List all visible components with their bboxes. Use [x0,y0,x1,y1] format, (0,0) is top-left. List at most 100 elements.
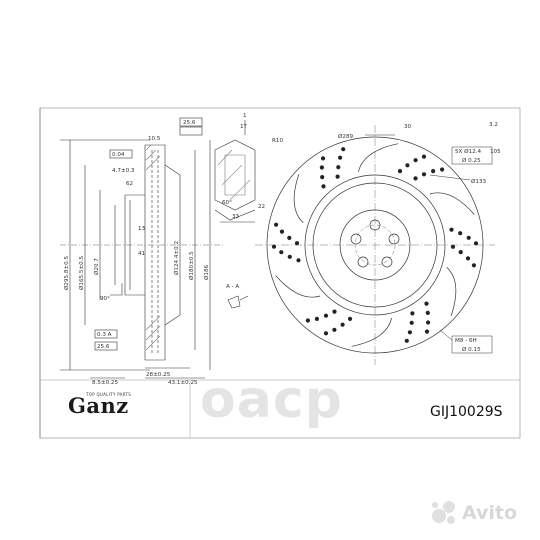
dim-label: Ø186 [203,264,210,280]
dim-label: Ø180±0.5 [188,251,195,280]
dim-label: Ø289 [338,133,354,140]
drill-hole [338,155,343,160]
drill-hole [458,250,463,255]
dim-label: 33 [232,214,240,220]
drill-hole [332,327,337,332]
dim-label: 10.5 [148,136,161,142]
rotor-slot [429,192,475,215]
drill-hole [279,250,284,255]
rotor-slot [293,173,304,224]
dim-label: 90° [100,296,110,302]
drill-hole [336,165,341,170]
drill-hole [425,310,430,315]
rotor-slot [275,275,321,298]
drill-hole [397,169,403,174]
dim-label: 13 [138,226,146,232]
drill-hole [449,227,454,232]
dim-label: Ø133 [471,178,487,185]
dim-label: 62 [126,181,133,187]
drill-hole [440,167,445,172]
drill-hole [332,309,337,314]
drill-hole [314,316,319,321]
drill-hole [471,263,476,268]
drill-hole [450,244,456,249]
drill-hole [287,254,292,259]
dim-label: Ø295.8±0.5 [63,256,70,290]
drill-hole [341,147,346,152]
drill-hole [271,244,277,249]
drill-hole [320,175,325,180]
drill-hole [319,165,324,170]
section-marker [227,295,249,309]
drill-hole [413,158,418,163]
watermark-text: оаср [200,370,343,430]
drill-hole [404,338,409,343]
dim-label: 60° [222,200,232,206]
drill-hole [421,154,427,159]
brand-logo: Ganz [68,393,129,418]
marketplace-watermark: Avito [430,500,517,526]
front-view-labels: Ø289 30 3.2 Ø133 5X Ø12.4 Ø 0.25 105 M8 … [338,122,501,353]
dim-label: M8 - 6H [455,338,477,344]
dim-label: A - A [226,284,239,290]
dim-label: 25.6 [97,344,110,350]
drill-hole [305,318,310,323]
dim-label: 4.7±0.3 [112,168,135,174]
dim-label: Ø20.7 [93,258,100,275]
dim-label: 1 [243,113,247,119]
drill-hole [279,229,285,234]
drill-hole [323,313,329,318]
drill-hole [335,174,340,179]
dim-label: 22 [258,204,265,210]
drill-hole [321,184,326,189]
dim-label: Ø 0.15 [462,346,481,353]
drill-hole [274,222,279,227]
dim-label: 30 [404,124,412,130]
drill-hole [424,301,429,306]
dim-label: 5X Ø12.4 [455,148,481,155]
drill-hole [473,241,479,246]
drill-hole [296,258,301,263]
dim-label: 0.3 A [97,332,112,338]
dim-label: 0.04 [112,152,125,158]
dim-label: Ø 0.25 [462,157,481,164]
dim-label: 1T [240,124,248,130]
drill-hole [405,163,410,168]
dim-label: 41 [138,251,146,257]
front-leader-lines [365,134,493,354]
drill-hole [465,256,471,261]
section-detail-view [214,120,256,223]
detail-labels: 1 1T R10 60° 33 22 A - A [222,113,283,290]
rotor-slot [446,266,457,317]
drill-hole [421,172,427,177]
rotor-front-view [255,125,495,365]
rotor-slot [358,143,399,172]
drill-hole [320,156,326,161]
dim-label: Ø124.4±0.2 [173,241,180,275]
dim-label: 8.5±0.25 [92,380,118,386]
drill-hole [413,176,418,181]
dim-label: Ø165.5±0.5 [78,256,85,290]
dim-label: 43.1±0.25 [168,380,198,386]
side-dimension-labels: 10.5 25.6 4.7±0.3 62 13 41 90° 28±0.25 4… [63,120,210,386]
drill-hole [340,322,345,327]
drill-hole [407,330,412,335]
rotor-drill-holes [271,147,479,343]
drill-hole [323,331,329,336]
avito-logo-icon [432,501,455,524]
drill-hole [287,235,292,240]
drill-hole [466,235,471,240]
drill-hole [294,241,300,246]
rotor-slot [351,318,392,347]
drill-hole [347,316,353,321]
drill-hole [424,329,430,334]
dim-label: R10 [272,138,283,144]
dim-label: 105 [490,149,501,155]
side-section-view [60,117,225,379]
dim-label: 25.6 [183,120,196,126]
brand-tagline: TOP QUALITY PARTS [86,392,132,397]
drill-hole [409,320,414,325]
rotor-slots [275,143,475,347]
